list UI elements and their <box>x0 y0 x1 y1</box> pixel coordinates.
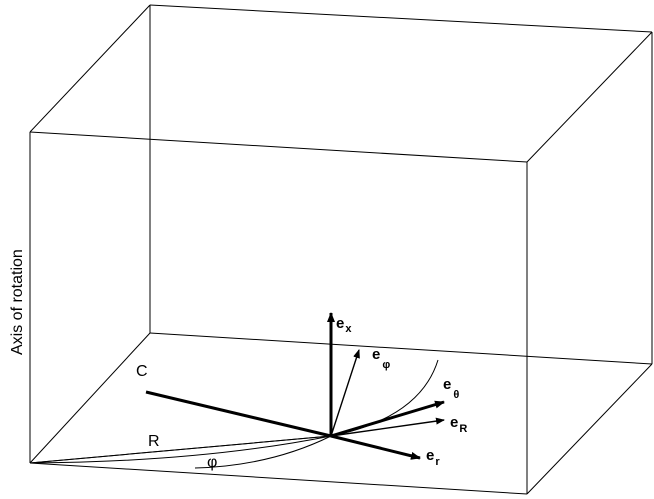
box-edge <box>29 462 528 495</box>
theta-curve <box>330 359 439 437</box>
box-edge <box>29 131 528 163</box>
box-edge <box>149 332 653 365</box>
radius-line-lower <box>29 435 332 464</box>
ephi-vector <box>330 349 360 437</box>
axis-of-rotation-label: Axis of rotation <box>9 249 26 355</box>
phi-arc <box>194 435 332 469</box>
box-edge <box>29 4 151 133</box>
box-edge <box>526 31 653 163</box>
ephi-label: eφ <box>372 346 390 371</box>
box-edge <box>526 363 653 495</box>
box-edge <box>29 332 151 464</box>
box-frame <box>29 4 653 495</box>
etheta-label: eθ <box>443 376 459 401</box>
c-line <box>145 390 332 438</box>
eR-vector <box>330 417 445 437</box>
etheta-vector <box>330 400 445 438</box>
er-label: er <box>426 447 440 468</box>
phi-label: φ <box>207 454 217 471</box>
ex-label: ex <box>336 315 352 335</box>
radius-line-arc <box>29 435 332 464</box>
eR-label: eR <box>450 414 467 435</box>
box-edge <box>149 4 653 33</box>
er-vector <box>330 434 421 460</box>
r-label: R <box>148 433 160 450</box>
c-label: C <box>136 363 148 380</box>
